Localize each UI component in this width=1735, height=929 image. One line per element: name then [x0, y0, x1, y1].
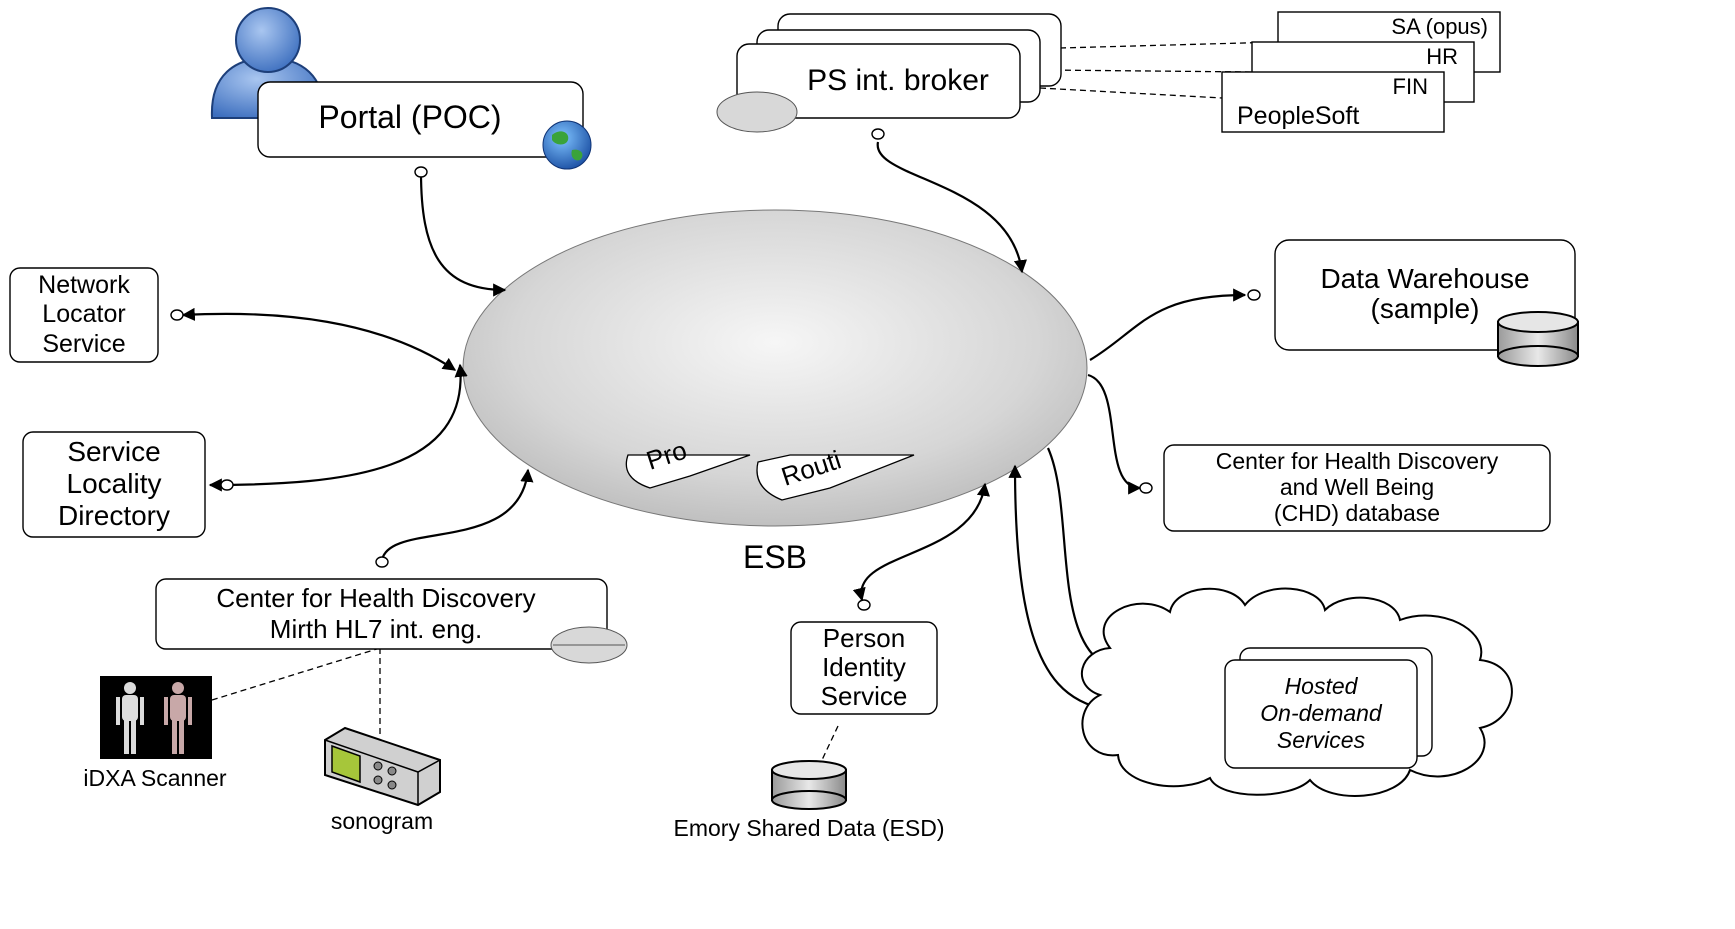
- chd-database-node: Center for Health Discovery and Well Bei…: [1163, 444, 1551, 532]
- ps-broker-node: PS int. broker: [716, 13, 1062, 133]
- esd-database-icon: [771, 760, 847, 810]
- interface-engine-icon: [550, 626, 628, 664]
- ps-broker-label: PS int. broker: [807, 64, 989, 97]
- svg-text:Locality: Locality: [67, 468, 162, 499]
- esd-label: Emory Shared Data (ESD): [674, 815, 945, 841]
- chd-mirth-node: Center for Health Discovery Mirth HL7 in…: [155, 578, 628, 664]
- svg-text:(sample): (sample): [1371, 293, 1480, 324]
- idxa-label: iDXA Scanner: [83, 765, 227, 791]
- svg-text:(CHD) database: (CHD) database: [1274, 500, 1440, 526]
- peoplesoft-stack: SA (opus) HR FIN PeopleSoft: [1221, 11, 1501, 133]
- esb-label: ESB: [743, 539, 807, 575]
- peoplesoft-label: PeopleSoft: [1237, 102, 1359, 130]
- peoplesoft-sa: SA (opus): [1391, 14, 1488, 39]
- svg-text:Person: Person: [823, 623, 905, 653]
- svg-text:Directory: Directory: [58, 500, 170, 531]
- svg-text:Service: Service: [67, 436, 160, 467]
- svg-text:and Well Being: and Well Being: [1280, 474, 1434, 500]
- portal-node: Portal (POC): [257, 81, 584, 158]
- svg-text:Data Warehouse: Data Warehouse: [1320, 263, 1529, 294]
- globe-icon: [542, 120, 592, 170]
- svg-text:Hosted: Hosted: [1285, 673, 1359, 699]
- network-locator-node: Network Locator Service: [9, 267, 159, 363]
- esb-bus: Pro Routi: [462, 209, 1088, 527]
- svg-text:On-demand: On-demand: [1260, 700, 1383, 726]
- svg-text:Mirth HL7 int. eng.: Mirth HL7 int. eng.: [270, 614, 482, 644]
- svg-text:Identity: Identity: [822, 652, 906, 682]
- esb-chip-routing: Routi: [756, 444, 915, 501]
- peoplesoft-hr: HR: [1426, 44, 1458, 69]
- dashed-links: [211, 41, 1281, 761]
- sonogram-device-icon: [324, 726, 441, 807]
- service-locality-node: Service Locality Directory: [22, 431, 206, 538]
- person-identity-node: Person Identity Service: [790, 621, 938, 715]
- hosted-services-node: Hosted On-demand Services: [1224, 647, 1433, 769]
- svg-text:Network: Network: [38, 271, 130, 299]
- sonogram-label: sonogram: [331, 808, 433, 834]
- svg-text:Center for Health Discovery: Center for Health Discovery: [216, 583, 535, 613]
- database-icon: [1497, 311, 1579, 367]
- portal-label: Portal (POC): [318, 99, 501, 135]
- svg-text:Locator: Locator: [42, 300, 125, 328]
- svg-text:Service: Service: [821, 681, 908, 711]
- svg-text:Services: Services: [1277, 727, 1366, 753]
- svg-text:Service: Service: [42, 330, 125, 358]
- peoplesoft-fin: FIN: [1393, 74, 1428, 99]
- scanner-image-icon: [100, 676, 212, 759]
- svg-text:Center for Health Discovery: Center for Health Discovery: [1216, 448, 1499, 474]
